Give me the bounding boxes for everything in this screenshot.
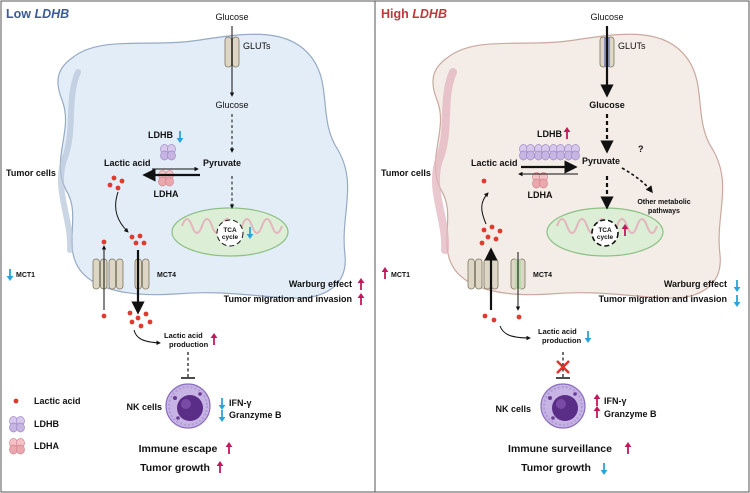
left-mct4-label: MCT4 [157, 272, 176, 279]
left-tca-label-1: TCA [223, 227, 237, 234]
right-tca-label-1: TCA [598, 227, 612, 234]
legend-lactic-acid-label: Lactic acid [34, 396, 81, 406]
left-lactate-transport-arrow [115, 191, 129, 233]
right-pyruvate-label: Pyruvate [582, 156, 620, 166]
right-lactate-dot-out-1 [482, 313, 488, 319]
left-tca-label-2: cycle [222, 234, 239, 241]
left-lactic-acid-label: Lactic acid [104, 158, 151, 168]
left-ldha-label: LDHA [154, 189, 179, 199]
left-cell-membrane-shading [57, 69, 81, 253]
left-ifn-label: IFN-γ [229, 398, 252, 408]
right-question-mark: ? [638, 144, 644, 154]
left-lactic-production-2: production [169, 340, 209, 349]
left-lactate-near-mct4 [129, 233, 147, 246]
left-granzyme-label: Granzyme B [229, 410, 282, 420]
left-ldhb-label: LDHB [148, 130, 173, 140]
right-nk-cell [540, 383, 586, 429]
right-mct1-label: MCT1 [391, 272, 410, 279]
left-outcome-growth: Tumor growth [140, 462, 210, 474]
left-tumor-cells-label: Tumor cells [6, 168, 56, 178]
right-tca-label-2: cycle [597, 234, 614, 241]
legend: Lactic acid LDHB LDHA [9, 396, 81, 455]
right-inhibition-blocked-icon [556, 360, 570, 374]
right-lactic-production-1: Lactic acid [538, 327, 577, 336]
right-panel: High LDHB Glucose GLUTs Glucose LDHB LDH… [374, 0, 750, 493]
right-other-pathways-2: pathways [648, 208, 680, 215]
right-intracellular-lactate [481, 178, 487, 184]
left-mct1-label: MCT1 [16, 272, 35, 279]
left-migration-label: Tumor migration and invasion [224, 294, 352, 304]
left-lactate-dot-mct1-in [101, 239, 107, 245]
left-pyruvate-label: Pyruvate [203, 158, 241, 168]
right-granzyme-label: Granzyme B [604, 409, 657, 419]
left-panel-title: Low LDHB [6, 7, 69, 21]
right-ifn-label: IFN-γ [604, 396, 627, 406]
left-nk-cell [165, 383, 211, 429]
right-other-pathways-1: Other metabolic [637, 199, 690, 206]
left-intracellular-lactate [107, 175, 125, 191]
right-warburg-label: Warburg effect [664, 279, 727, 289]
right-other-pathways-arrow [621, 167, 653, 194]
right-lactate-consumption-arrow [481, 192, 489, 225]
right-lactate-dot-out-2 [491, 317, 497, 323]
right-nk-cells-label: NK cells [495, 404, 531, 414]
right-tumor-cells-label: Tumor cells [381, 168, 431, 178]
right-outcome-growth: Tumor growth [521, 462, 591, 474]
left-outcome-immune: Immune escape [139, 443, 218, 455]
right-production-arrow [499, 325, 531, 341]
right-tca-cycle-circle [591, 219, 619, 247]
legend-ldhb-label: LDHB [34, 419, 59, 429]
right-ldha-label: LDHA [528, 190, 553, 200]
legend-lactic-acid-dot [13, 398, 19, 404]
left-gluts-label: GLUTs [243, 41, 271, 51]
left-panel: Low LDHB Glucose GLUTs Glucose LDHB LDHA… [0, 0, 376, 493]
left-warburg-label: Warburg effect [289, 279, 352, 289]
right-gluts-label: GLUTs [618, 41, 646, 51]
right-lactic-production-2: production [542, 336, 582, 345]
right-lactate-dot-out-3 [516, 314, 522, 320]
left-lactate-dot-mct1-out [101, 313, 107, 319]
right-glucose-top-label: Glucose [590, 12, 623, 22]
right-migration-label: Tumor migration and invasion [599, 294, 727, 304]
left-glucose-in-label: Glucose [215, 100, 248, 110]
left-nk-cells-label: NK cells [126, 402, 162, 412]
right-lactic-acid-label: Lactic acid [471, 158, 518, 168]
right-mct4-label: MCT4 [533, 272, 552, 279]
left-glucose-top-label: Glucose [215, 12, 248, 22]
right-cell-membrane-shading [431, 68, 457, 254]
left-production-arrow [133, 329, 161, 346]
left-tca-cycle-circle [216, 219, 244, 247]
right-outcome-immune: Immune surveillance [508, 443, 612, 455]
left-extracellular-lactate [127, 310, 153, 329]
legend-ldha-label: LDHA [34, 441, 59, 451]
right-glucose-in-label: Glucose [589, 100, 625, 110]
right-ldhb-label: LDHB [537, 129, 562, 139]
right-lactate-cluster-in [479, 224, 503, 246]
right-panel-title: High LDHB [381, 7, 447, 21]
left-lactic-production-1: Lactic acid [164, 331, 203, 340]
